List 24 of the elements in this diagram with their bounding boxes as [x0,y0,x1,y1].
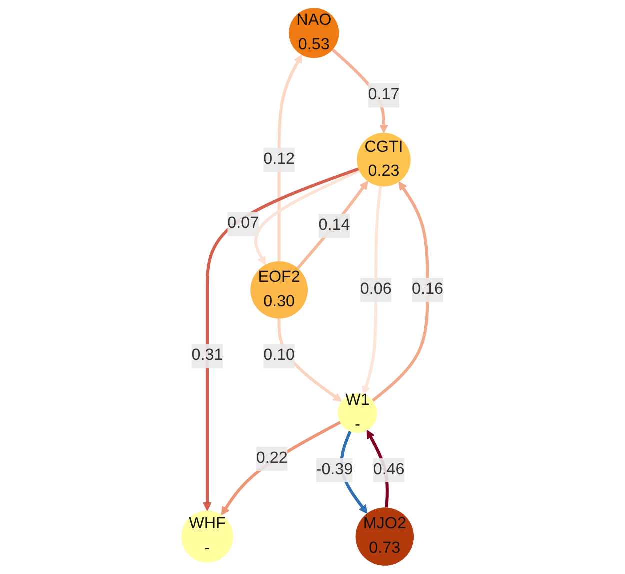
arrow [362,186,382,395]
edge-label: 0.12 [264,150,296,168]
edge-label: 0.10 [264,347,296,364]
edge-label: 0.06 [360,281,392,298]
arrow [372,182,430,402]
edge-label: 0.14 [318,217,350,234]
arrow [221,421,342,516]
node-circle: W1 - [338,394,378,433]
edge-label: 0.16 [412,281,444,298]
arrow [296,181,368,270]
node-circle: EOF2 0.30 [250,261,308,319]
node-circle: NAO 0.53 [289,8,340,58]
node-circle: CGTI 0.23 [357,132,411,187]
arrow [203,168,360,512]
arrow [278,54,302,262]
edge-label: 0.17 [368,86,400,104]
edge-label: 0.22 [256,450,288,468]
node-circle: MJO2 0.73 [356,508,414,566]
arrow [254,170,360,266]
node-circle: WHF - [182,510,234,563]
edge-label: -0.39 [316,461,354,478]
edge-label: 0.46 [373,461,405,478]
edge-label: 0.31 [192,347,224,364]
edge-label: 0.07 [228,215,260,232]
